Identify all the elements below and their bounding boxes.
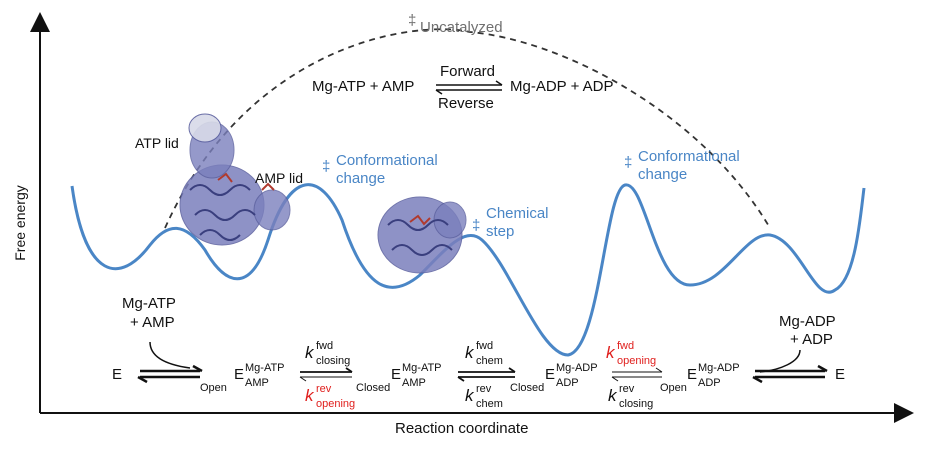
state2-sup: Mg-ATP [402, 362, 442, 374]
k-closing-fwd: k [305, 343, 314, 362]
scheme-arrows [137, 341, 828, 384]
enzyme-free-right: E [835, 366, 846, 383]
k-chem-fwd-sub: chem [476, 355, 503, 367]
conf2-ts-symbol: ‡ [624, 154, 633, 171]
conf1-label-line1: Conformational [336, 152, 438, 169]
k-opening-fwd: k [606, 343, 615, 362]
state2-enzyme: E [391, 366, 402, 383]
k-chem-rev-sub: chem [476, 398, 503, 410]
substrate-line2: + AMP [130, 314, 175, 331]
enzyme-free-left: E [112, 366, 123, 383]
state4-sub: ADP [698, 377, 721, 389]
k-opening-rev: k [305, 386, 314, 405]
products-label: Mg-ADP + ADP [510, 78, 614, 95]
state4-prefix: Open [660, 382, 687, 394]
product-line2: + ADP [790, 331, 833, 348]
conf1-label-line2: change [336, 170, 386, 187]
state3-sub: ADP [556, 377, 579, 389]
x-axis-label: Reaction coordinate [395, 420, 529, 437]
conf1-ts-symbol: ‡ [322, 158, 331, 175]
atp-lid-label: ATP lid [135, 135, 179, 151]
state3-prefix: Closed [510, 382, 545, 394]
conf2-label-line1: Conformational [638, 148, 740, 165]
reactants-label: Mg-ATP + AMP [312, 78, 415, 95]
k-chem-fwd: k [465, 343, 474, 362]
state4-enzyme: E [687, 366, 698, 383]
state2-sub: AMP [402, 377, 426, 389]
protein-structure-open [179, 113, 291, 246]
k-opening-rev-sub: opening [316, 398, 356, 410]
conf2-label-line2: change [638, 166, 688, 183]
catalyzed-energy-curve [70, 183, 866, 357]
amp-lid-label: AMP lid [255, 170, 303, 186]
k-chem-fwd-sup: fwd [476, 340, 494, 352]
reverse-label: Reverse [438, 95, 494, 112]
k-closing-fwd-sub: closing [316, 355, 351, 367]
k-chem-rev: k [465, 386, 474, 405]
k-closing-rev-sup: rev [619, 383, 635, 395]
k-opening-fwd-sup: fwd [617, 340, 635, 352]
chem-ts-symbol: ‡ [472, 217, 481, 234]
protein-structure-closed [377, 196, 467, 274]
state1-prefix: Open [200, 382, 227, 394]
state1-enzyme: E [234, 366, 245, 383]
state3-sup: Mg-ADP [556, 362, 598, 374]
k-opening-rev-sup: rev [316, 383, 332, 395]
state2-prefix: Closed [356, 382, 391, 394]
state1-sub: AMP [245, 377, 269, 389]
product-line1: Mg-ADP [779, 313, 836, 330]
chem-label-line1: Chemical [486, 205, 549, 222]
chem-label-line2: step [486, 223, 515, 240]
uncatalyzed-ts-symbol: ‡ [408, 12, 417, 29]
forward-label: Forward [440, 63, 496, 80]
state1-sup: Mg-ATP [245, 362, 285, 374]
forward-reverse-arrows [435, 80, 503, 95]
k-opening-fwd-sub: opening [617, 355, 657, 367]
state3-enzyme: E [545, 366, 556, 383]
substrate-line1: Mg-ATP [122, 295, 176, 312]
uncatalyzed-curve [164, 28, 771, 229]
y-axis-label: Free energy [12, 185, 28, 261]
k-closing-rev: k [608, 386, 617, 405]
k-chem-rev-sup: rev [476, 383, 492, 395]
k-closing-rev-sub: closing [619, 398, 654, 410]
k-closing-fwd-sup: fwd [316, 340, 334, 352]
state4-sup: Mg-ADP [698, 362, 740, 374]
uncatalyzed-label: Uncatalyzed [420, 19, 503, 36]
